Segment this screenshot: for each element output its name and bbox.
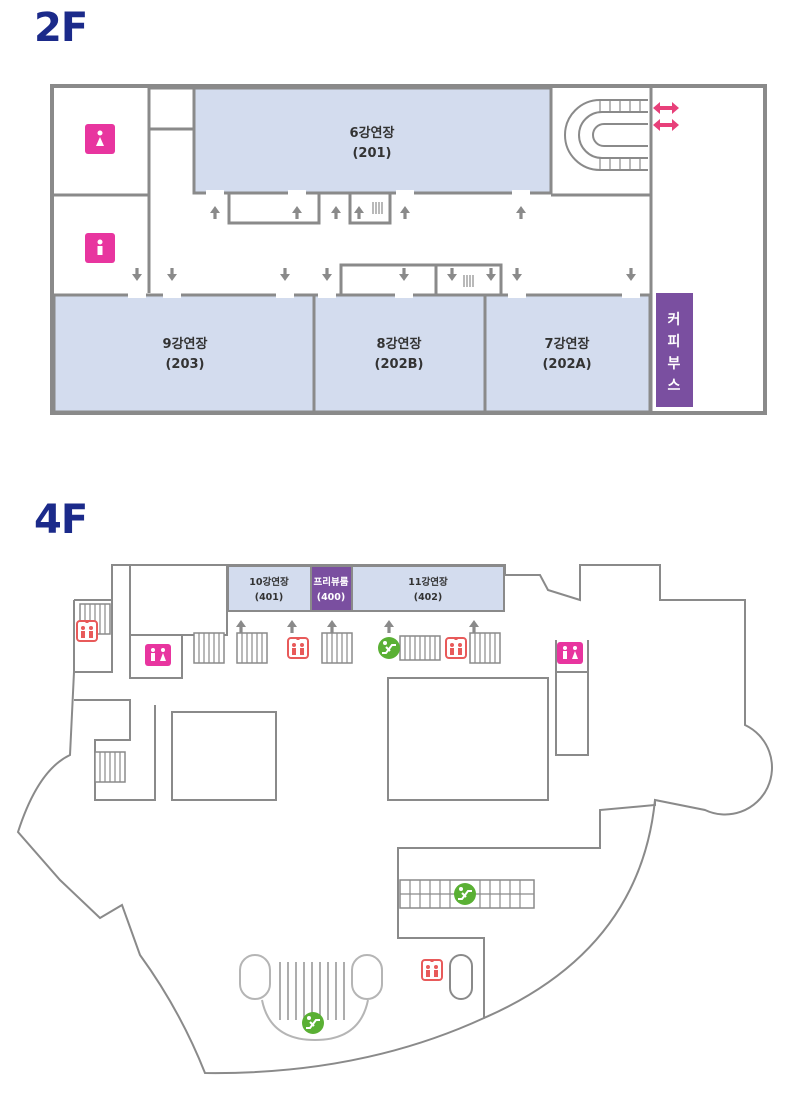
room-9-name: 9강연장	[163, 336, 208, 352]
coffee-booth-char-1: 커	[668, 312, 681, 328]
room-10-401[interactable]: 10강연장 (401)	[227, 565, 312, 612]
room-10-name: 10강연장	[249, 576, 289, 588]
escalator-icon	[453, 882, 477, 906]
elevator-icon	[76, 620, 98, 642]
rooms-4f: 10강연장 (401) 프리뷰룸 (400) 11강연장 (402)	[227, 565, 505, 612]
stairs-icon	[463, 275, 474, 287]
stairs-icon	[321, 632, 353, 664]
escalator-icon	[377, 636, 401, 660]
coffee-booth-char-4: 스	[668, 378, 681, 394]
grand-staircase	[239, 954, 383, 1042]
room-11-name: 11강연장	[408, 576, 448, 588]
stairs-icon	[469, 632, 501, 664]
room-7-code: (202A)	[542, 357, 591, 372]
room-7-name: 7강연장	[545, 336, 590, 352]
floor-plan-4f	[16, 564, 773, 1075]
arrow-up-icon	[469, 620, 479, 633]
coffee-booth-char-2: 피	[668, 334, 681, 350]
escalator-bands	[399, 635, 535, 909]
stairs-icon	[372, 202, 383, 214]
stairs-icon	[564, 99, 648, 171]
room-7-202a[interactable]: 7강연장 (202A)	[483, 293, 652, 414]
escalator-icon	[301, 1011, 325, 1035]
room-8-code: (202B)	[375, 357, 424, 372]
restroom-icon	[145, 644, 171, 666]
arrow-up-icon	[287, 620, 297, 633]
arrow-up-icon	[384, 620, 394, 633]
floor-label-2f: 2F	[34, 5, 88, 51]
stairs-icon	[94, 751, 126, 783]
room-10-code: (401)	[255, 592, 284, 603]
double-arrow-icon	[653, 102, 679, 131]
floor-plan-2f: 6강연장 (201)	[50, 84, 767, 415]
arrow-up-icon	[236, 620, 246, 633]
elevator-icon	[287, 637, 309, 659]
floor-label-4f: 4F	[34, 497, 88, 543]
stairs-icon	[236, 632, 268, 664]
room-6-201[interactable]: 6강연장 (201)	[192, 86, 553, 195]
room-8-202b[interactable]: 8강연장 (202B)	[312, 293, 487, 414]
arrow-up-icon	[327, 620, 337, 633]
elevator-icon	[421, 959, 443, 981]
preview-room-name: 프리뷰룸	[314, 576, 349, 588]
room-6-code: (201)	[352, 146, 391, 161]
coffee-booth[interactable]: 커 피 부 스	[656, 293, 693, 407]
preview-room-code: (400)	[317, 592, 346, 603]
female-restroom-icon	[85, 124, 115, 154]
preview-room-400[interactable]: 프리뷰룸 (400)	[310, 565, 353, 612]
room-9-code: (203)	[165, 357, 204, 372]
room-9-203[interactable]: 9강연장 (203)	[52, 293, 316, 414]
stairs-icon	[193, 632, 225, 664]
male-restroom-icon	[85, 233, 115, 263]
restroom-icon	[557, 642, 583, 664]
room-11-code: (402)	[414, 592, 443, 603]
room-8-name: 8강연장	[377, 336, 422, 352]
elevator-icon	[445, 637, 467, 659]
room-6-name: 6강연장	[350, 125, 395, 141]
coffee-booth-char-3: 부	[668, 356, 681, 372]
room-11-402[interactable]: 11강연장 (402)	[351, 565, 505, 612]
